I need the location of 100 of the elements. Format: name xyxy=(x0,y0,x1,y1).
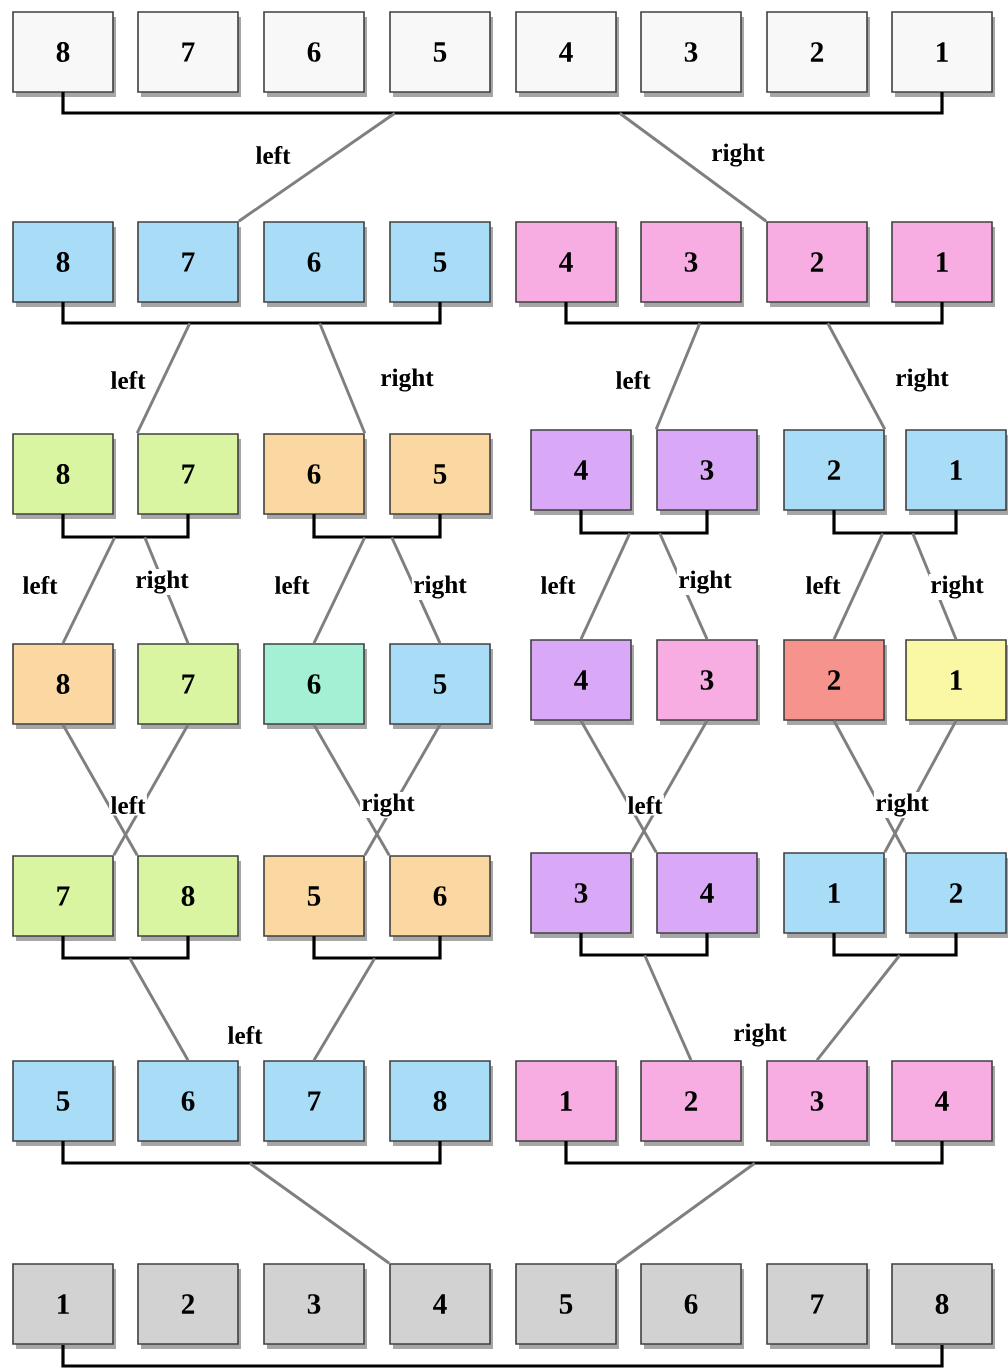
number-box: 7 xyxy=(137,433,241,519)
number-box: 4 xyxy=(656,852,760,938)
edge-label: left xyxy=(626,794,664,816)
number-box: 5 xyxy=(389,643,493,729)
number-box: 8 xyxy=(891,1263,995,1349)
number-box: 5 xyxy=(515,1263,619,1349)
number-box: 1 xyxy=(891,11,995,97)
number-box: 3 xyxy=(640,11,744,97)
connector-line xyxy=(61,536,117,644)
number-box: 6 xyxy=(137,1060,241,1146)
bracket xyxy=(61,1345,944,1368)
connector-line xyxy=(579,532,632,640)
bracket xyxy=(312,936,442,960)
number-box: 6 xyxy=(389,855,493,941)
number-box: 1 xyxy=(783,852,887,938)
edge-label: right xyxy=(709,142,767,168)
connector-line xyxy=(248,1162,391,1265)
edge-label: right xyxy=(378,367,436,393)
number-box: 6 xyxy=(640,1263,744,1349)
edge-label: right xyxy=(893,367,951,393)
connector-line xyxy=(826,322,887,430)
connector-line xyxy=(128,957,190,1061)
number-box: 3 xyxy=(656,639,760,725)
edge-label: right xyxy=(133,569,191,595)
number-box: 2 xyxy=(783,639,887,725)
bracket xyxy=(579,510,709,535)
number-box: 4 xyxy=(515,11,619,97)
connector-line xyxy=(61,724,139,856)
number-box: 4 xyxy=(530,429,634,515)
bracket xyxy=(61,92,944,115)
number-box: 2 xyxy=(783,429,887,515)
bracket xyxy=(61,1141,442,1165)
bracket xyxy=(61,936,190,960)
connector-line xyxy=(312,724,391,856)
edge-label: left xyxy=(226,1024,264,1046)
edge-label: left xyxy=(539,574,577,596)
connector-line xyxy=(815,954,901,1062)
edge-label: right xyxy=(928,574,986,600)
connector-line xyxy=(579,720,658,853)
number-box: 2 xyxy=(905,852,1008,938)
connector-line xyxy=(654,322,702,430)
connector-line xyxy=(630,720,709,853)
number-box: 6 xyxy=(263,433,367,519)
bracket xyxy=(61,514,190,539)
number-box: 8 xyxy=(12,11,116,97)
number-box: 7 xyxy=(263,1060,367,1146)
number-box: 1 xyxy=(12,1263,116,1349)
edge-label: left xyxy=(273,574,311,596)
edge-label: right xyxy=(411,574,469,600)
connector-line xyxy=(832,720,907,853)
number-box: 8 xyxy=(12,221,116,307)
edge-label: right xyxy=(731,1022,789,1048)
number-box: 7 xyxy=(137,221,241,307)
bracket xyxy=(832,933,958,957)
edge-label: right xyxy=(873,792,931,818)
number-box: 1 xyxy=(905,639,1008,725)
number-box: 5 xyxy=(389,221,493,307)
edge-label: left xyxy=(254,144,292,166)
number-box: 4 xyxy=(891,1060,995,1146)
edge-label: right xyxy=(676,569,734,595)
connector-line xyxy=(318,322,367,434)
number-box: 5 xyxy=(389,11,493,97)
edge-label: right xyxy=(359,792,417,818)
connector-line xyxy=(312,536,367,644)
number-box: 3 xyxy=(656,429,760,515)
connector-line xyxy=(237,112,396,223)
number-box: 5 xyxy=(12,1060,116,1146)
connector-line xyxy=(618,112,768,223)
bracket xyxy=(312,514,442,539)
number-box: 4 xyxy=(389,1263,493,1349)
number-box: 1 xyxy=(515,1060,619,1146)
number-box: 6 xyxy=(263,643,367,729)
bracket xyxy=(832,510,958,535)
number-box: 7 xyxy=(766,1263,870,1349)
bracket xyxy=(61,302,442,325)
number-box: 1 xyxy=(905,429,1008,515)
number-box: 7 xyxy=(12,855,116,941)
number-box: 7 xyxy=(137,11,241,97)
number-box: 4 xyxy=(515,221,619,307)
connector-line xyxy=(615,1162,756,1265)
connector-line xyxy=(135,322,192,434)
number-box: 4 xyxy=(530,639,634,725)
number-box: 3 xyxy=(263,1263,367,1349)
number-box: 8 xyxy=(137,855,241,941)
bracket xyxy=(564,1141,944,1165)
number-box: 3 xyxy=(530,852,634,938)
number-box: 3 xyxy=(766,1060,870,1146)
number-box: 2 xyxy=(766,11,870,97)
number-box: 2 xyxy=(640,1060,744,1146)
edge-label: left xyxy=(109,369,147,391)
edge-label: left xyxy=(109,794,147,816)
number-box: 2 xyxy=(137,1263,241,1349)
connector-line xyxy=(390,536,442,644)
number-box: 8 xyxy=(389,1060,493,1146)
edge-label: left xyxy=(614,369,652,391)
connector-line xyxy=(112,724,190,856)
connector-line xyxy=(832,532,885,640)
bracket xyxy=(579,933,709,957)
number-box: 5 xyxy=(389,433,493,519)
bracket xyxy=(564,302,944,325)
